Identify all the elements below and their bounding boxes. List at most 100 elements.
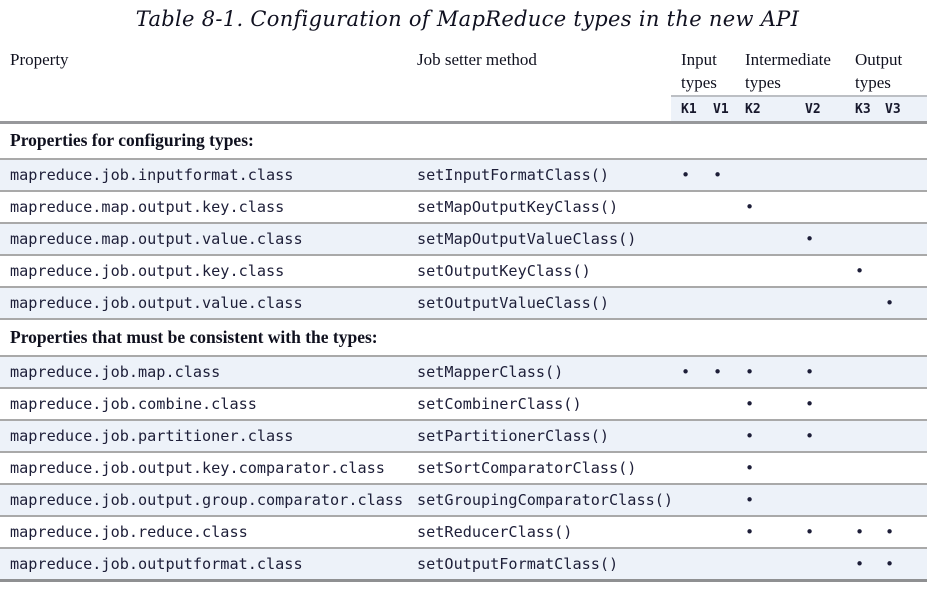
type-bullet-v1: • [703, 158, 735, 191]
type-empty-cell [845, 387, 875, 420]
setter-method-cell: setInputFormatClass() [407, 158, 671, 191]
type-empty-cell [845, 451, 875, 484]
type-label-k3: K3 [845, 95, 875, 124]
property-cell: mapreduce.job.output.key.comparator.clas… [0, 451, 407, 484]
column-header-output-types: Output types [855, 50, 903, 92]
type-empty-cell [795, 158, 845, 191]
property-cell: mapreduce.map.output.key.class [0, 190, 407, 223]
column-header-job-setter-method: Job setter method [417, 50, 537, 69]
type-empty-cell [703, 419, 735, 452]
type-bullet-k2: • [735, 387, 795, 420]
type-bullet-k1: • [671, 355, 703, 388]
column-header-input-types: Input types [681, 50, 717, 92]
type-empty-cell [671, 515, 703, 548]
type-empty-cell [845, 222, 875, 255]
type-empty-cell [671, 547, 703, 582]
type-empty-cell [875, 190, 928, 223]
type-bullet-k2: • [735, 419, 795, 452]
type-empty-cell [735, 254, 795, 287]
subheader-spacer [0, 96, 407, 124]
type-empty-cell [795, 547, 845, 582]
property-cell: mapreduce.job.inputformat.class [0, 158, 407, 191]
property-cell: mapreduce.job.output.key.class [0, 254, 407, 287]
type-bullet-v3: • [875, 515, 928, 548]
type-bullet-k2: • [735, 515, 795, 548]
type-label-k2: K2 [735, 95, 795, 124]
property-cell: mapreduce.job.outputformat.class [0, 547, 407, 582]
type-empty-cell [703, 451, 735, 484]
type-label-v1: V1 [703, 95, 735, 124]
type-empty-cell [735, 547, 795, 582]
type-empty-cell [703, 483, 735, 516]
column-header-row: Property Job setter method Input types I… [0, 38, 927, 96]
type-bullet-v3: • [875, 286, 928, 319]
type-empty-cell [703, 387, 735, 420]
type-empty-cell [875, 355, 928, 388]
setter-method-cell: setMapOutputKeyClass() [407, 190, 671, 223]
property-cell: mapreduce.job.output.group.comparator.cl… [0, 483, 407, 516]
type-empty-cell [795, 451, 845, 484]
type-empty-cell [845, 355, 875, 388]
type-empty-cell [845, 158, 875, 191]
type-empty-cell [703, 254, 735, 287]
type-empty-cell [735, 158, 795, 191]
type-empty-cell [671, 222, 703, 255]
section-header: Properties for configuring types: [0, 121, 928, 159]
type-label-v3: V3 [875, 95, 928, 124]
type-empty-cell [845, 483, 875, 516]
type-empty-cell [875, 419, 928, 452]
setter-method-cell: setMapperClass() [407, 355, 671, 388]
property-cell: mapreduce.job.combine.class [0, 387, 407, 420]
type-empty-cell [703, 222, 735, 255]
type-empty-cell [845, 286, 875, 319]
type-empty-cell [735, 222, 795, 255]
type-bullet-v2: • [795, 419, 845, 452]
property-cell: mapreduce.job.reduce.class [0, 515, 407, 548]
type-empty-cell [703, 547, 735, 582]
property-cell: mapreduce.map.output.value.class [0, 222, 407, 255]
setter-method-cell: setPartitionerClass() [407, 419, 671, 452]
section-header: Properties that must be consistent with … [0, 318, 928, 356]
type-empty-cell [845, 190, 875, 223]
type-empty-cell [795, 286, 845, 319]
setter-method-cell: setOutputKeyClass() [407, 254, 671, 287]
type-empty-cell [875, 387, 928, 420]
type-bullet-k2: • [735, 451, 795, 484]
type-empty-cell [671, 387, 703, 420]
type-bullet-v2: • [795, 222, 845, 255]
type-empty-cell [703, 515, 735, 548]
type-bullet-k1: • [671, 158, 703, 191]
column-header-intermediate-types: Intermediate types [745, 50, 831, 92]
type-bullet-v3: • [875, 547, 928, 582]
type-bullet-k3: • [845, 515, 875, 548]
column-header-property: Property [10, 50, 69, 69]
type-bullet-k3: • [845, 547, 875, 582]
table-row: mapreduce.job.output.key.comparator.clas… [0, 451, 928, 484]
setter-method-cell: setGroupingComparatorClass() [407, 483, 673, 516]
type-bullet-v2: • [795, 387, 845, 420]
property-cell: mapreduce.job.map.class [0, 355, 407, 388]
type-label-v2: V2 [795, 95, 845, 124]
type-empty-cell [671, 419, 703, 452]
type-empty-cell [671, 190, 703, 223]
type-bullet-k3: • [845, 254, 875, 287]
type-empty-cell [875, 222, 928, 255]
type-empty-cell [671, 286, 703, 319]
type-empty-cell [795, 483, 845, 516]
setter-method-cell: setSortComparatorClass() [407, 451, 671, 484]
type-empty-cell [875, 158, 928, 191]
setter-method-cell: setOutputFormatClass() [407, 547, 671, 582]
setter-method-cell: setReducerClass() [407, 515, 671, 548]
setter-method-cell: setMapOutputValueClass() [407, 222, 671, 255]
type-empty-cell [703, 286, 735, 319]
subheader-spacer [407, 96, 671, 124]
table-row: mapreduce.job.output.group.comparator.cl… [0, 483, 928, 516]
